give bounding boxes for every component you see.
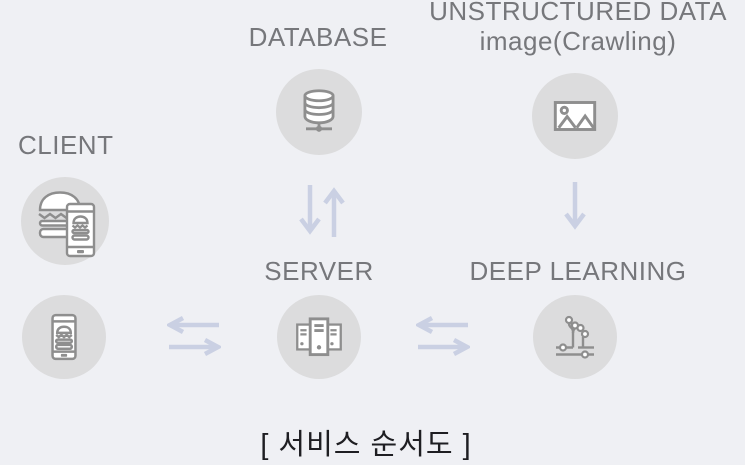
client-circle — [21, 177, 109, 265]
unstructured-data-label-line1: UNSTRUCTURED DATA — [429, 0, 727, 26]
database-label: DATABASE — [248, 22, 388, 52]
deep-learning-circle — [533, 295, 617, 379]
diagram-caption: [ 서비스 순서도 ] — [260, 429, 472, 461]
burger-phone-icon — [38, 191, 96, 258]
db-server-arrows — [299, 185, 345, 237]
crawl-to-dl-arrow — [564, 182, 586, 230]
phone-burger-icon — [51, 313, 77, 361]
server-label: SERVER — [264, 256, 374, 286]
client-server-arrows — [167, 316, 221, 356]
image-icon — [553, 101, 597, 131]
database-circle — [276, 69, 362, 155]
unstructured-data-label: UNSTRUCTURED DATA image(Crawling) — [429, 0, 727, 56]
server-dl-arrows — [416, 316, 470, 356]
client-mobile-circle — [22, 295, 106, 379]
unstructured-data-label-line2: image(Crawling) — [479, 26, 677, 56]
client-label: CLIENT — [18, 130, 114, 160]
server-icon — [296, 317, 342, 357]
deep-learning-label: DEEP LEARNING — [469, 256, 687, 286]
database-icon — [303, 89, 335, 132]
unstructured-data-circle — [532, 73, 618, 159]
circuit-icon — [556, 315, 594, 359]
server-circle — [277, 295, 361, 379]
